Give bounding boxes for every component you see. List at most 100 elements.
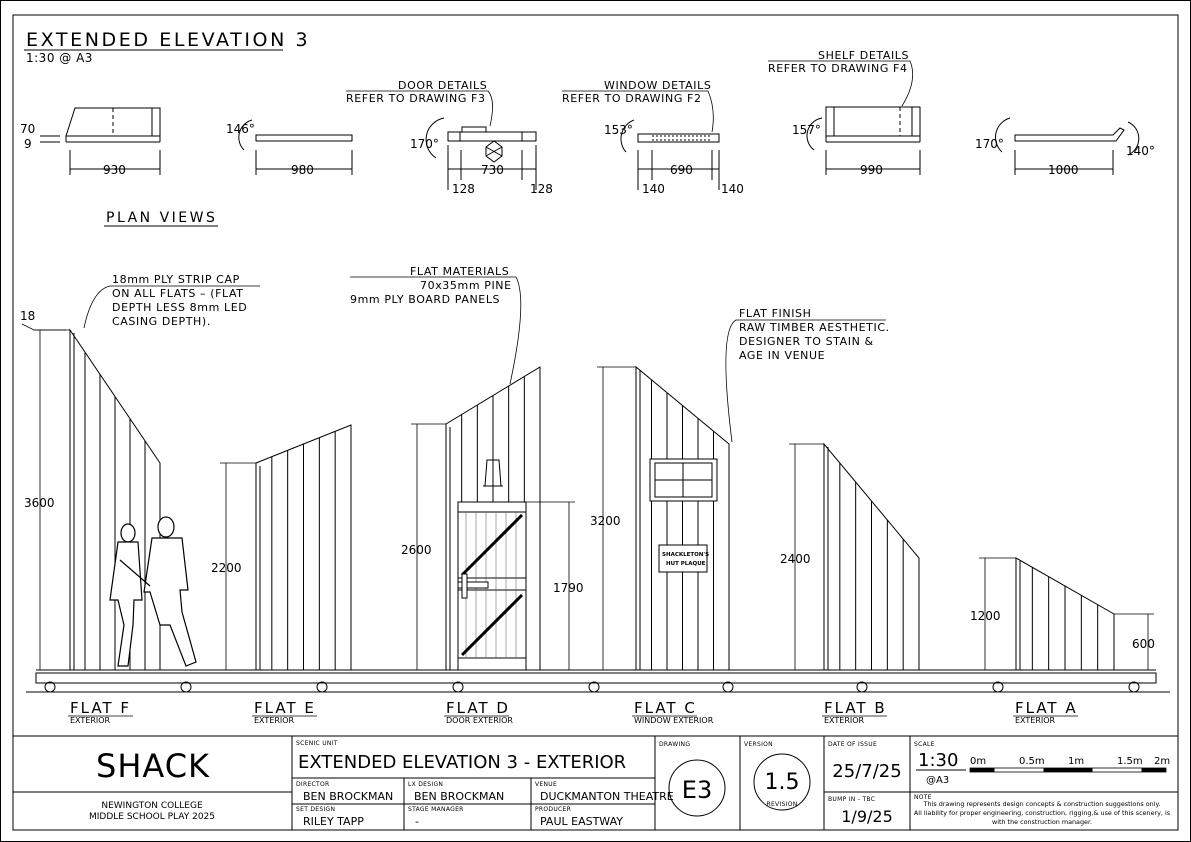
plan2-angle: 146° xyxy=(226,122,255,136)
flat-label-5: FLAT A xyxy=(1015,699,1078,717)
producer-value: PAUL EASTWAY xyxy=(540,815,623,828)
plan4-right: 140 xyxy=(721,182,744,196)
school-line-1: NEWINGTON COLLEGE xyxy=(101,801,203,811)
plan5-note1: SHELF DETAILS xyxy=(818,49,909,62)
lx-label: LX DESIGN xyxy=(408,781,443,788)
flat-b-height: 2400 xyxy=(780,552,811,566)
scale-label: SCALE xyxy=(914,741,935,748)
note-materials-3: 9mm PLY BOARD PANELS xyxy=(350,293,500,306)
scenic-unit-value: EXTENDED ELEVATION 3 - EXTERIOR xyxy=(298,752,626,773)
plan3-left: 128 xyxy=(452,182,475,196)
set-value: RILEY TAPP xyxy=(303,815,364,828)
plan5-angle: 157° xyxy=(792,123,821,137)
issue-label: DATE OF ISSUE xyxy=(828,741,877,748)
flat-sublabel-3: WINDOW EXTERIOR xyxy=(634,716,714,725)
flat-label-3: FLAT C xyxy=(634,699,697,717)
scale-bar: 0m 0.5m 1m 1.5m 2m xyxy=(969,756,1170,773)
flat-e-elevation xyxy=(255,424,352,671)
version-value: 1.5 xyxy=(765,770,800,795)
plan3-note1: DOOR DETAILS xyxy=(398,79,487,92)
plan1-width: 930 xyxy=(103,163,126,177)
plan3-note2: REFER TO DRAWING F3 xyxy=(346,92,486,105)
flat-a-height: 1200 xyxy=(970,609,1001,623)
plaque-line-2: HUT PLAQUE xyxy=(666,561,706,567)
flat-label-1: FLAT E xyxy=(254,699,316,717)
note-strip-cap: 18mm PLY STRIP CAP ON ALL FLATS – (FLAT … xyxy=(83,273,260,329)
flat-label-2: FLAT D xyxy=(446,699,510,717)
plan-flat-f xyxy=(40,107,161,175)
plan4-leader xyxy=(562,90,714,133)
flat-b-elevation xyxy=(823,442,920,671)
venue-label: VENUE xyxy=(535,781,557,788)
flat-label-0: FLAT F xyxy=(70,699,131,717)
plan4-angle: 153° xyxy=(604,123,633,137)
plan2-width: 980 xyxy=(291,163,314,177)
flat-f-height: 3600 xyxy=(24,496,55,510)
door-handle xyxy=(461,573,468,599)
note-finish-1: FLAT FINISH xyxy=(739,307,812,320)
plan4-note1: WINDOW DETAILS xyxy=(604,79,711,92)
cap-dim-label: 18 xyxy=(20,309,35,323)
plan3-width: 730 xyxy=(481,163,504,177)
flat-c-plaque: SHACKLETON'S HUT PLAQUE xyxy=(658,544,709,573)
note-finish-4: AGE IN VENUE xyxy=(739,349,825,362)
plan3-right: 128 xyxy=(530,182,553,196)
human-scale-figures-icon xyxy=(109,516,197,667)
scale-tick-label: 0.5m xyxy=(1019,756,1045,767)
inner-border xyxy=(12,14,1179,831)
plan-flat-e xyxy=(238,119,353,175)
bump-label: BUMP IN - TBC xyxy=(828,796,875,803)
scale-tick-label: 1m xyxy=(1068,756,1084,767)
title-block xyxy=(13,735,1178,830)
lx-value: BEN BROCKMAN xyxy=(414,790,504,803)
school-line-2: MIDDLE SCHOOL PLAY 2025 xyxy=(89,812,215,822)
scale-bar-segment xyxy=(1043,768,1068,772)
flat-d-door-height: 1790 xyxy=(553,581,584,595)
scale-value: 1:30 xyxy=(918,750,958,771)
plan-flat-b xyxy=(806,106,921,175)
plan-flat-d xyxy=(425,117,537,190)
lantern-icon xyxy=(483,448,503,487)
note-finish-leader xyxy=(725,319,886,443)
scale-tick-label: 0m xyxy=(970,756,986,767)
scale-bar-segment xyxy=(970,768,995,772)
plan-views xyxy=(40,106,1140,190)
scale-tick-label: 1.5m xyxy=(1117,756,1143,767)
revision-label: REVISION xyxy=(766,801,797,808)
flat-f-elevation xyxy=(69,328,161,671)
plan6-width: 1000 xyxy=(1048,163,1079,177)
flat-c-window xyxy=(649,458,718,502)
plan-flat-c xyxy=(620,119,720,190)
note-line-1: This drawing represents design concepts … xyxy=(923,800,1161,808)
flat-c-elevation xyxy=(635,365,730,671)
version-label: VERSION xyxy=(744,741,773,748)
scale-tick-label: 2m xyxy=(1154,756,1170,767)
drawing-label: DRAWING xyxy=(659,741,690,748)
flat-d-door xyxy=(457,501,527,671)
plan4-left: 140 xyxy=(642,182,665,196)
note-strip-cap-leader xyxy=(83,285,260,329)
plan5-leader xyxy=(768,60,914,107)
flat-e-height: 2200 xyxy=(211,561,242,575)
note-finish: FLAT FINISH RAW TIMBER AESTHETIC. DESIGN… xyxy=(725,307,890,443)
note-strip-cap-2: ON ALL FLATS – (FLAT xyxy=(112,287,244,300)
plan1-h1: 70 xyxy=(20,122,35,136)
scale-bar-segment xyxy=(1141,768,1166,772)
producer-label: PRODUCER xyxy=(535,806,571,813)
sheet-title: EXTENDED ELEVATION 3 xyxy=(26,29,310,51)
base-rail xyxy=(26,669,1170,693)
cap-dim-line xyxy=(21,323,66,331)
scale-sub: @A3 xyxy=(926,775,949,786)
note-finish-2: RAW TIMBER AESTHETIC. xyxy=(739,321,890,334)
plaque-line-1: SHACKLETON'S xyxy=(662,552,709,558)
elevation-flats xyxy=(69,328,1115,671)
drawing-value: E3 xyxy=(682,776,712,804)
note-strip-cap-4: CASING DEPTH). xyxy=(112,315,211,328)
plan5-note2: REFER TO DRAWING F4 xyxy=(768,62,908,75)
scale-bar-segment xyxy=(1068,768,1093,772)
set-label: SET DESIGN xyxy=(296,806,335,813)
plan4-width: 690 xyxy=(670,163,693,177)
